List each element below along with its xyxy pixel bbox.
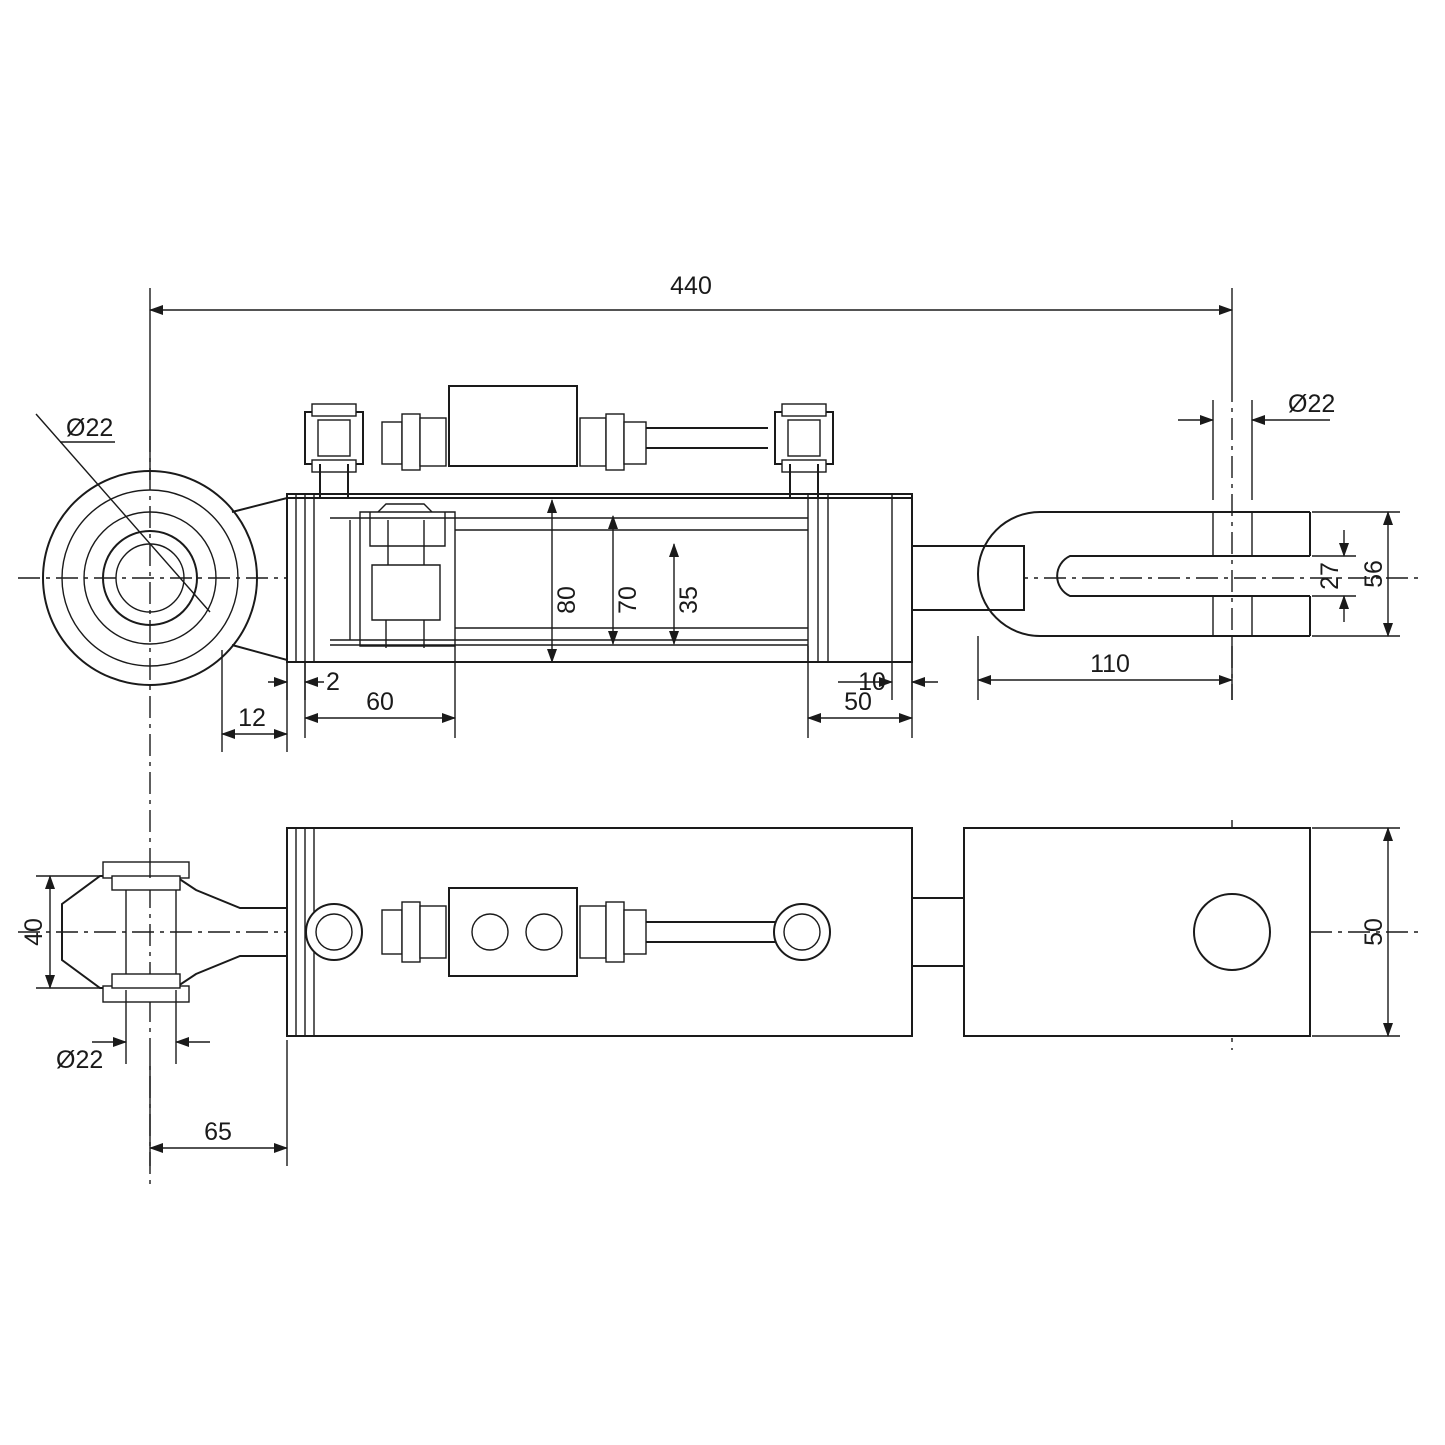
- cylinder-barrel-side: [286, 493, 913, 663]
- dim-label-50-side: 50: [844, 688, 872, 716]
- dim-12: [221, 650, 288, 752]
- dim-110: [977, 636, 1233, 700]
- dim-27: [1312, 530, 1356, 622]
- dim-label-110: 110: [1090, 650, 1130, 678]
- dim-label-56: 56: [1360, 560, 1388, 588]
- dim-label-2: 2: [326, 668, 340, 696]
- dim-label-70: 70: [614, 586, 642, 614]
- dim-dia22-left: [35, 413, 211, 613]
- dim-2: [268, 662, 324, 700]
- dim-label-65: 65: [204, 1118, 232, 1146]
- dim-label-40: 40: [20, 918, 48, 946]
- dim-50-plan: [1312, 827, 1400, 1037]
- plan-view: [61, 827, 1311, 1037]
- dim-label-440: 440: [670, 272, 712, 300]
- dim-56: [1312, 511, 1400, 637]
- dim-label-27: 27: [1316, 562, 1344, 590]
- piston-rod-side: [911, 545, 1025, 611]
- hydraulic-hose-assembly-side: [304, 385, 834, 498]
- mount-bracket-side: [287, 497, 912, 646]
- dim-label-dia22-plan: Ø22: [56, 1046, 103, 1074]
- dim-dia22-right: [1178, 400, 1330, 500]
- dim-40: [36, 875, 100, 989]
- dim-60: [304, 646, 456, 738]
- hydraulic-hose-assembly-plan: [305, 887, 831, 977]
- dim-label-50-plan: 50: [1360, 918, 1388, 946]
- pin-hole-plan: [1193, 893, 1271, 971]
- piston-rod-plan: [911, 897, 965, 967]
- dim-label-12: 12: [238, 704, 266, 732]
- fork-end-side: [977, 511, 1311, 637]
- dim-440: [149, 288, 1233, 480]
- dim-dia22-plan: [92, 990, 210, 1064]
- dim-label-dia22-left: Ø22: [66, 414, 113, 442]
- dim-50-side: [807, 646, 913, 738]
- dim-65: [149, 1040, 288, 1166]
- dim-label-80: 80: [553, 586, 581, 614]
- dim-label-dia22-right: Ø22: [1288, 390, 1335, 418]
- dim-label-60: 60: [366, 688, 394, 716]
- side-view: [42, 385, 1311, 686]
- dim-label-10: 10: [858, 668, 886, 696]
- dim-label-35: 35: [675, 586, 703, 614]
